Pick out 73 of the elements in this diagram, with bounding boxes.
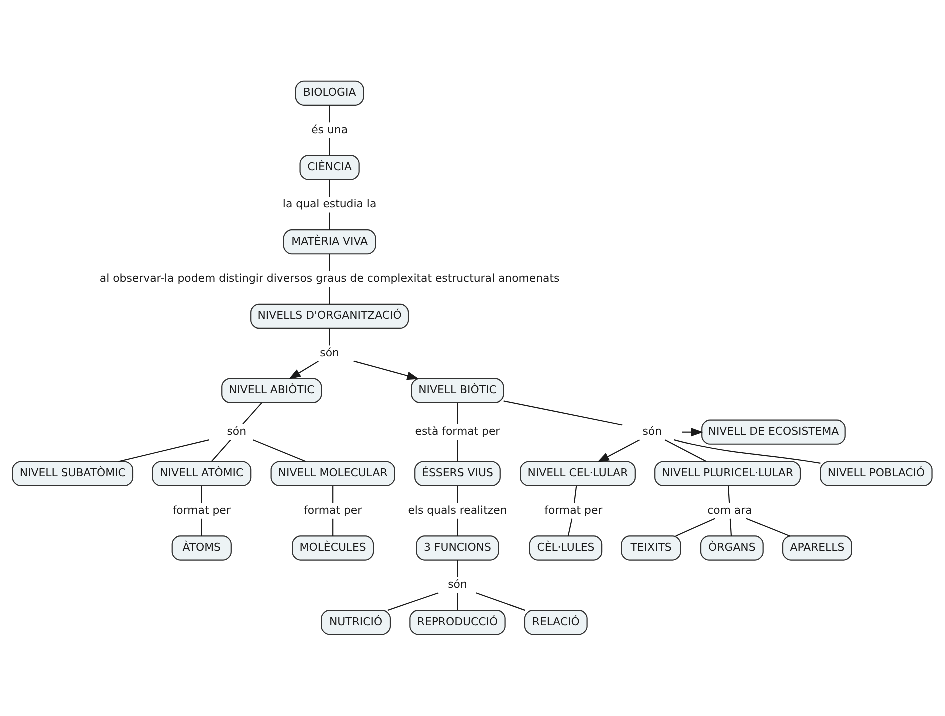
- node-box: ÒRGANS: [700, 536, 764, 561]
- node-box: NIVELL ABIÒTIC: [222, 378, 322, 404]
- connector: [504, 400, 623, 426]
- connector: [568, 518, 573, 536]
- node-box: NIVELL CEL·LULAR: [520, 461, 636, 486]
- node-text: els quals realitzen: [408, 504, 508, 517]
- connector: [329, 138, 330, 156]
- connector: [329, 287, 330, 304]
- connector: [457, 560, 458, 578]
- connector: [211, 440, 232, 462]
- arrow: [288, 361, 319, 380]
- node-text: format per: [544, 504, 603, 517]
- connector: [457, 518, 458, 536]
- connector: [329, 212, 330, 230]
- node-box: TEIXITS: [621, 536, 682, 561]
- node-box: REPRODUCCIÓ: [410, 610, 506, 636]
- node-text: són: [227, 425, 247, 438]
- node-box: NIVELL POBLACIÓ: [820, 461, 933, 486]
- connector: [457, 486, 458, 504]
- node-box: BIOLOGIA: [295, 80, 364, 106]
- node-box: RELACIÓ: [524, 610, 588, 636]
- node-box: NIVELL BIÒTIC: [411, 378, 504, 404]
- connector: [329, 328, 330, 346]
- node-text: són: [448, 578, 468, 592]
- connector: [664, 440, 707, 462]
- node-text: al observar-la podem distingir diversos graus de complexitat estructural anomenats: [100, 272, 560, 286]
- node-box: NIVELL DE ECOSISTEMA: [702, 420, 846, 445]
- connector: [457, 440, 458, 462]
- connector: [676, 518, 716, 537]
- connector: [253, 440, 306, 462]
- node-box: 3 FUNCIONS: [416, 536, 500, 561]
- arrow: [597, 440, 640, 463]
- connector: [329, 254, 330, 272]
- connector: [332, 518, 334, 536]
- node-box: APARELLS: [782, 536, 852, 561]
- node-text: la qual estudia la: [282, 198, 377, 211]
- connector: [728, 486, 730, 504]
- connector: [574, 486, 578, 504]
- connector: [746, 518, 790, 537]
- node-text: és una: [312, 123, 348, 136]
- node-box: NIVELLS D'ORGANITZACIÓ: [250, 304, 410, 330]
- node-box: NIVELL MOLECULAR: [270, 461, 396, 486]
- connector: [388, 592, 439, 612]
- node-box: NIVELL ATÒMIC: [152, 461, 252, 486]
- node-box: MOLÈCULES: [292, 536, 374, 561]
- connector: [329, 106, 330, 123]
- node-box: ÀTOMS: [172, 536, 232, 561]
- node-box: MATÈRIA VIVA: [283, 230, 376, 255]
- connector: [242, 402, 262, 425]
- connector: [457, 403, 458, 424]
- connector: [118, 440, 210, 462]
- connector: [674, 440, 821, 464]
- connector: [201, 518, 202, 536]
- node-box: NUTRICIÓ: [321, 610, 392, 636]
- node-box: CÈL·LULES: [529, 536, 603, 561]
- node-text: format per: [304, 504, 362, 517]
- connector: [332, 486, 334, 504]
- node-box: NIVELL PLURICEL·LULAR: [654, 461, 802, 486]
- node-box: ÉSSERS VIUS: [414, 461, 501, 486]
- arrow: [354, 360, 420, 380]
- node-text: són: [320, 346, 340, 360]
- arrow: [682, 428, 704, 437]
- connector: [476, 592, 526, 612]
- connector: [201, 486, 202, 504]
- node-text: com ara: [708, 504, 752, 517]
- connector: [730, 518, 732, 536]
- node-text: format per: [172, 504, 231, 517]
- node-box: NIVELL SUBATÒMIC: [12, 461, 134, 486]
- node-box: CIÈNCIA: [300, 155, 360, 180]
- connector: [329, 180, 330, 197]
- node-text: són: [642, 425, 662, 438]
- connector: [457, 593, 458, 610]
- node-text: està format per: [415, 425, 500, 438]
